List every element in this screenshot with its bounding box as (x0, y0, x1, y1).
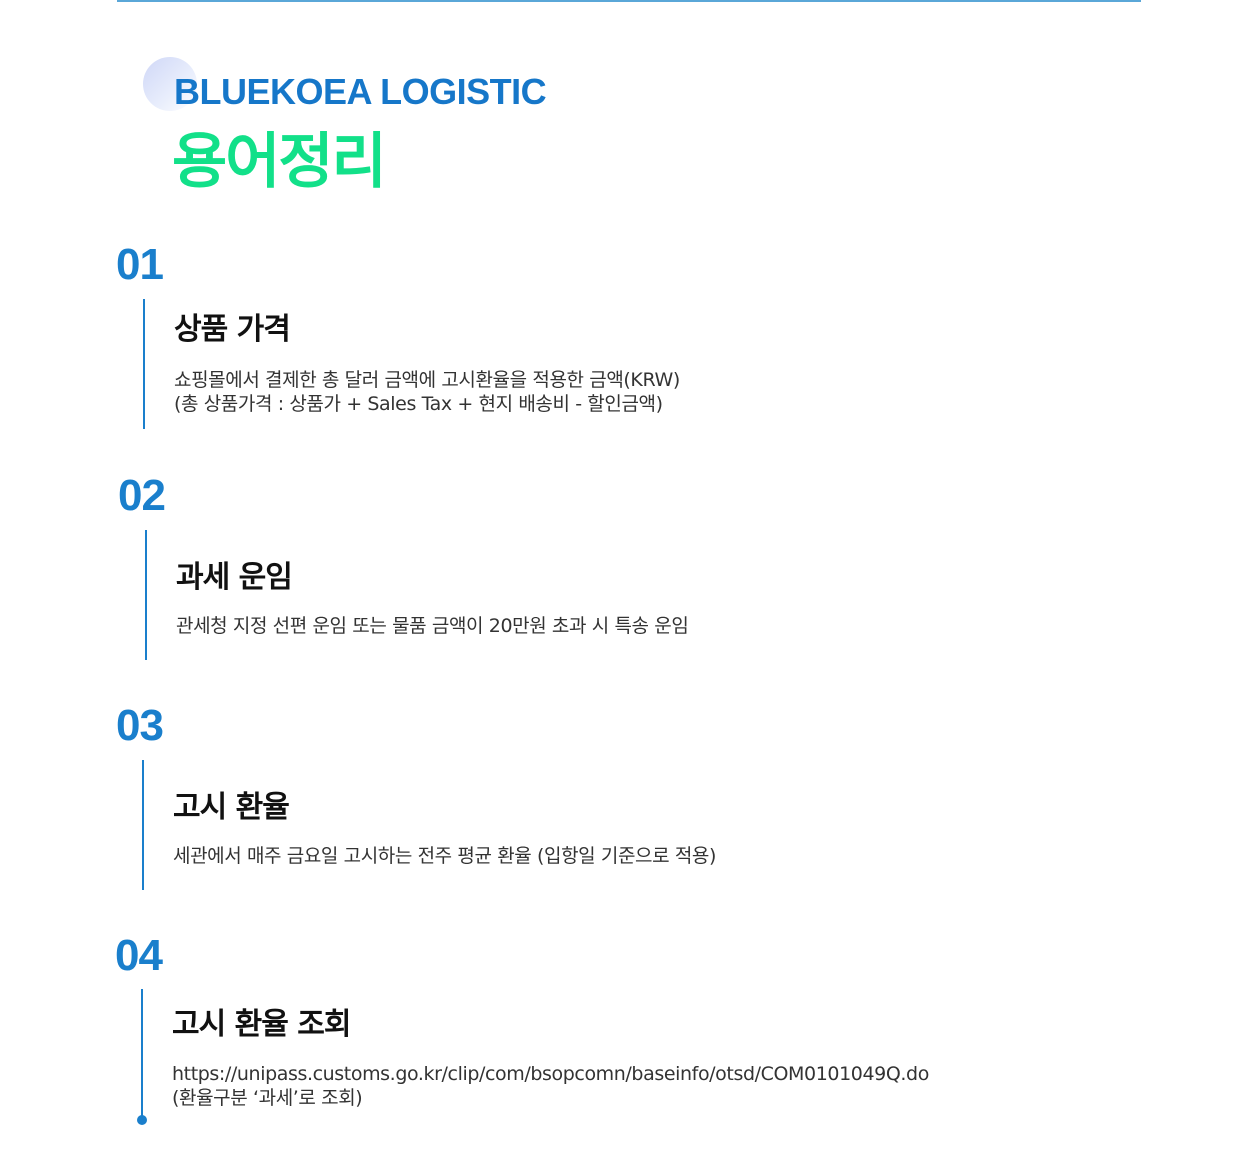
section-vertical-line (145, 530, 147, 660)
section-description: 관세청 지정 선편 운임 또는 물품 금액이 20만원 초과 시 특송 운임 (176, 614, 689, 638)
section-title: 과세 운임 (176, 560, 293, 595)
section-vertical-line (141, 989, 143, 1119)
section-title: 고시 환율 조회 (172, 1007, 351, 1042)
description-line: 쇼핑몰에서 결제한 총 달러 금액에 고시환율을 적용한 금액(KRW) (174, 369, 680, 391)
description-line: 관세청 지정 선편 운임 또는 물품 금액이 20만원 초과 시 특송 운임 (176, 615, 689, 637)
top-divider (117, 0, 1141, 2)
section-vertical-line (143, 299, 145, 429)
section-vertical-line (142, 760, 144, 890)
exchange-rate-link[interactable]: https://unipass.customs.go.kr/clip/com/b… (172, 1063, 929, 1085)
description-line: 세관에서 매주 금요일 고시하는 전주 평균 환율 (입항일 기준으로 적용) (173, 845, 717, 867)
section-number: 04 (115, 931, 163, 980)
section-number: 01 (116, 240, 164, 289)
section-title: 고시 환율 (173, 790, 290, 825)
section-description: https://unipass.customs.go.kr/clip/com/b… (172, 1062, 929, 1110)
section-description: 세관에서 매주 금요일 고시하는 전주 평균 환율 (입항일 기준으로 적용) (173, 844, 716, 868)
section-number: 02 (118, 471, 166, 520)
page-title: 용어정리 (172, 127, 387, 197)
brand-name: BLUEKOEA LOGISTIC (174, 71, 547, 112)
decorative-circle (143, 57, 197, 111)
section-title: 상품 가격 (174, 312, 291, 347)
section-description: 쇼핑몰에서 결제한 총 달러 금액에 고시환율을 적용한 금액(KRW) (총 … (174, 368, 680, 416)
section-number: 03 (116, 701, 164, 750)
description-line: (총 상품가격 : 상품가 + Sales Tax + 현지 배송비 - 할인금… (174, 393, 663, 415)
description-line: (환율구분 ‘과세’로 조회) (172, 1087, 363, 1109)
timeline-end-dot (137, 1115, 147, 1125)
